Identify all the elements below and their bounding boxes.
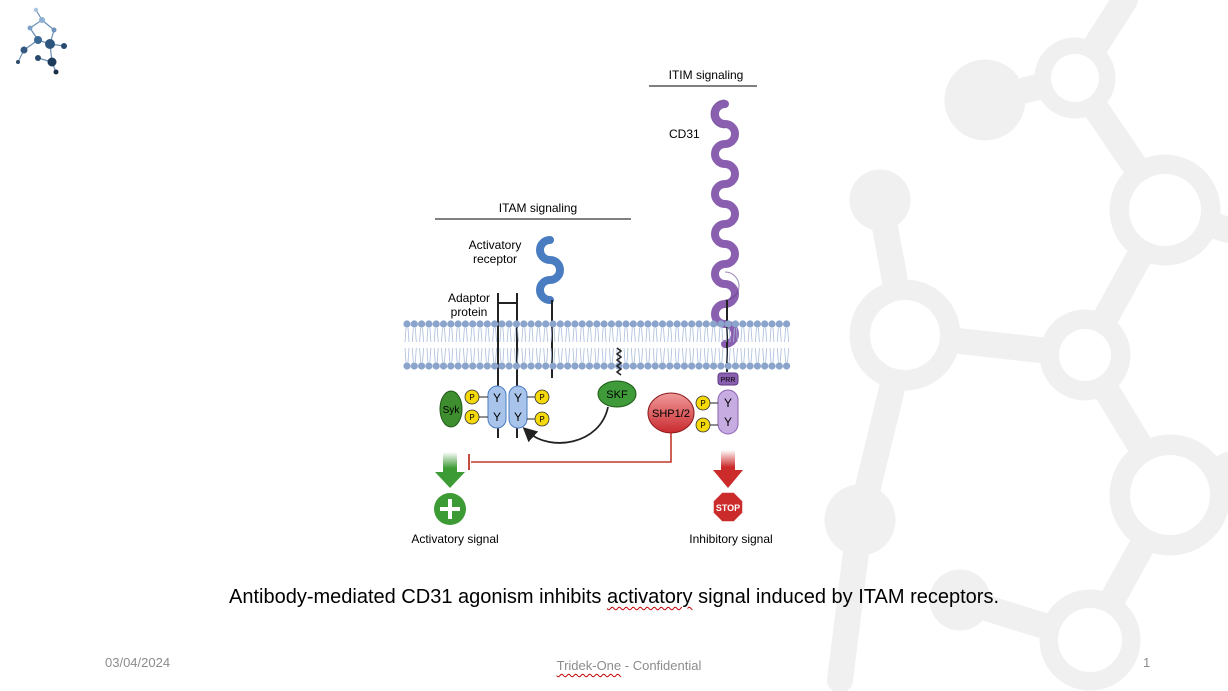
svg-text:P: P <box>469 393 474 402</box>
plus-icon <box>434 493 466 525</box>
shp-phosphatase: SHP1/2 <box>647 392 695 434</box>
footer-confidential: Tridek-One - Confidential <box>556 658 702 673</box>
caption-spellcheck-word: activatory <box>606 586 693 608</box>
syk-kinase: Syk <box>439 390 463 428</box>
activation-arrow <box>435 452 465 488</box>
page-number: 1 <box>1143 655 1151 670</box>
cell-membrane <box>403 320 791 370</box>
itim-motif: Y Y <box>717 389 739 435</box>
svg-text:Y: Y <box>724 415 732 429</box>
activatory-receptor <box>536 236 564 304</box>
adaptor-label-line1: Adaptor <box>448 291 490 305</box>
inhibition-connector <box>471 433 672 463</box>
phosphate-group: P <box>464 389 488 405</box>
cd31-label: CD31 <box>669 127 700 141</box>
itam-title: ITAM signaling <box>499 201 577 215</box>
slide-caption: Antibody-mediated CD31 agonism inhibits … <box>228 586 999 608</box>
itam-itim-signaling-diagram: ITIM signaling ITAM signaling CD31 Activ… <box>403 68 791 546</box>
svg-text:PRR: PRR <box>721 377 736 384</box>
company-logo-icon <box>16 7 67 75</box>
adaptor-label-line2: protein <box>451 305 488 319</box>
phosphate-group: P <box>695 395 718 411</box>
cd31-receptor-outline <box>710 99 740 301</box>
svg-text:P: P <box>700 399 705 408</box>
itam-motif-left: Y Y <box>487 385 507 429</box>
svg-text:Y: Y <box>514 391 522 405</box>
svg-text:P: P <box>539 415 544 424</box>
inhibition-arrow <box>713 450 743 488</box>
svg-text:Y: Y <box>493 391 501 405</box>
svg-text:P: P <box>469 413 474 422</box>
activatory-receptor-label-line2: receptor <box>473 252 517 266</box>
phosphate-group: P <box>695 417 718 433</box>
svg-text:STOP: STOP <box>716 503 740 513</box>
svg-text:SKF: SKF <box>606 389 628 401</box>
activatory-receptor-label-line1: Activatory <box>469 238 522 252</box>
cd31-receptor <box>711 100 739 348</box>
phosphate-group: P <box>527 389 550 405</box>
footer-date: 03/04/2024 <box>105 655 171 670</box>
skf-kinase: SKF <box>597 380 637 408</box>
svg-text:Syk: Syk <box>443 405 461 416</box>
phosphate-group: P <box>527 411 550 427</box>
svg-text:P: P <box>539 393 544 402</box>
svg-text:Y: Y <box>493 410 501 424</box>
svg-text:Y: Y <box>724 396 732 410</box>
prr-domain: PRR <box>717 372 739 386</box>
activatory-signal-label: Activatory signal <box>411 532 498 546</box>
phosphate-group: P <box>464 409 488 425</box>
svg-text:P: P <box>700 421 705 430</box>
svg-text:SHP1/2: SHP1/2 <box>652 408 690 420</box>
stop-sign-icon: STOP <box>712 491 744 523</box>
inhibitory-signal-label: Inhibitory signal <box>689 532 772 546</box>
skf-activation-arrow <box>522 406 609 444</box>
svg-text:Y: Y <box>514 410 522 424</box>
skf-lipid-anchor <box>615 347 623 376</box>
itim-title: ITIM signaling <box>669 68 744 82</box>
itam-motif-right: Y Y <box>508 385 528 429</box>
